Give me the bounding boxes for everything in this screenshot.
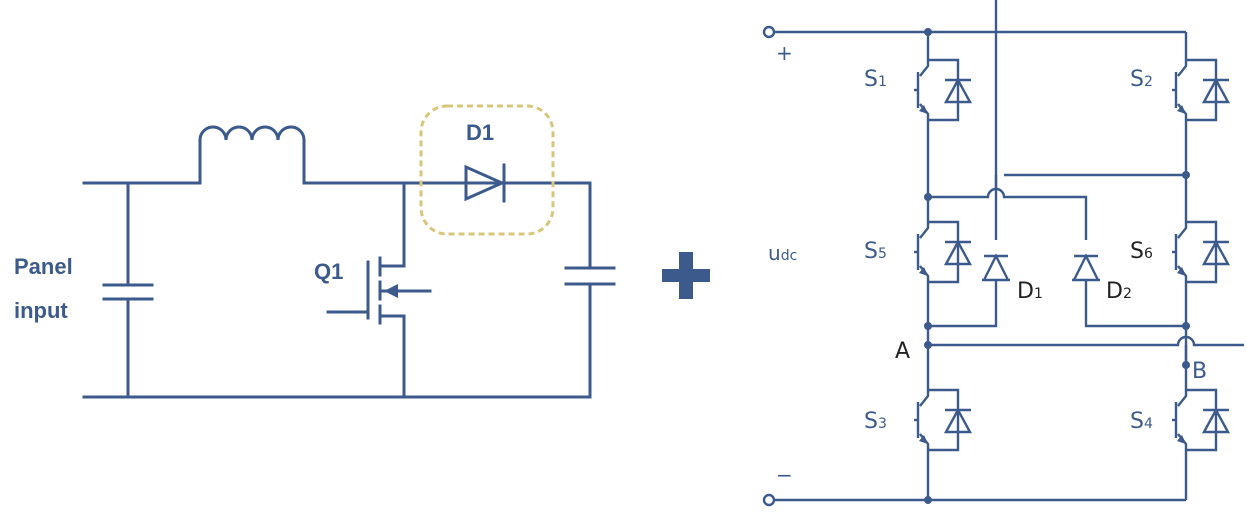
plus-label: + [776, 41, 793, 65]
negative-terminal [762, 493, 776, 507]
output-capacitor [564, 266, 616, 286]
d1-down-wire [928, 280, 998, 328]
panel-input-label-line2: input [14, 298, 68, 323]
d2-down-wire [1084, 280, 1186, 328]
udc-label: udc [768, 241, 797, 265]
input-capacitor [102, 283, 154, 301]
plus-sign [662, 252, 710, 299]
diode-d1-inverter [982, 253, 1010, 282]
d2-inverter-label: D2 [1106, 279, 1132, 304]
igbt-s3 [914, 388, 973, 452]
node-b-label: B [1192, 359, 1207, 384]
s3-label: S3 [864, 409, 887, 434]
s1-label: S1 [864, 67, 887, 92]
s6-label: S6 [1130, 239, 1153, 264]
s4-label: S4 [1130, 409, 1153, 434]
igbt-s2 [1172, 58, 1231, 122]
node-a-label: A [895, 339, 910, 364]
s2-label: S2 [1130, 67, 1153, 92]
output-line [928, 335, 1244, 347]
top-wire [504, 181, 592, 270]
minus-label: − [776, 463, 793, 487]
diode-d1 [464, 163, 508, 203]
d1-inverter-label: D1 [1017, 279, 1043, 304]
igbt-s5 [914, 220, 973, 284]
heric-inverter: + − udc S1 S2 S5 S6 S3 S4 D1 D2 A B [762, 0, 1244, 507]
boost-converter: Panel input Q1 D1 [14, 104, 616, 399]
inductor [198, 125, 306, 185]
igbt-s6 [1172, 220, 1231, 284]
mosfet-q1 [326, 181, 432, 399]
panel-input-label-line1: Panel [14, 254, 73, 279]
d1-label: D1 [466, 120, 494, 145]
diode-d2-inverter [1072, 253, 1100, 282]
positive-terminal [762, 25, 776, 39]
bottom-wire [82, 282, 592, 399]
highlight-box [419, 104, 555, 236]
igbt-s4 [1172, 388, 1231, 452]
s5-label: S5 [864, 239, 887, 264]
bridge-wire-upper-left [928, 187, 1088, 240]
q1-label: Q1 [314, 259, 343, 284]
igbt-s1 [914, 58, 973, 122]
